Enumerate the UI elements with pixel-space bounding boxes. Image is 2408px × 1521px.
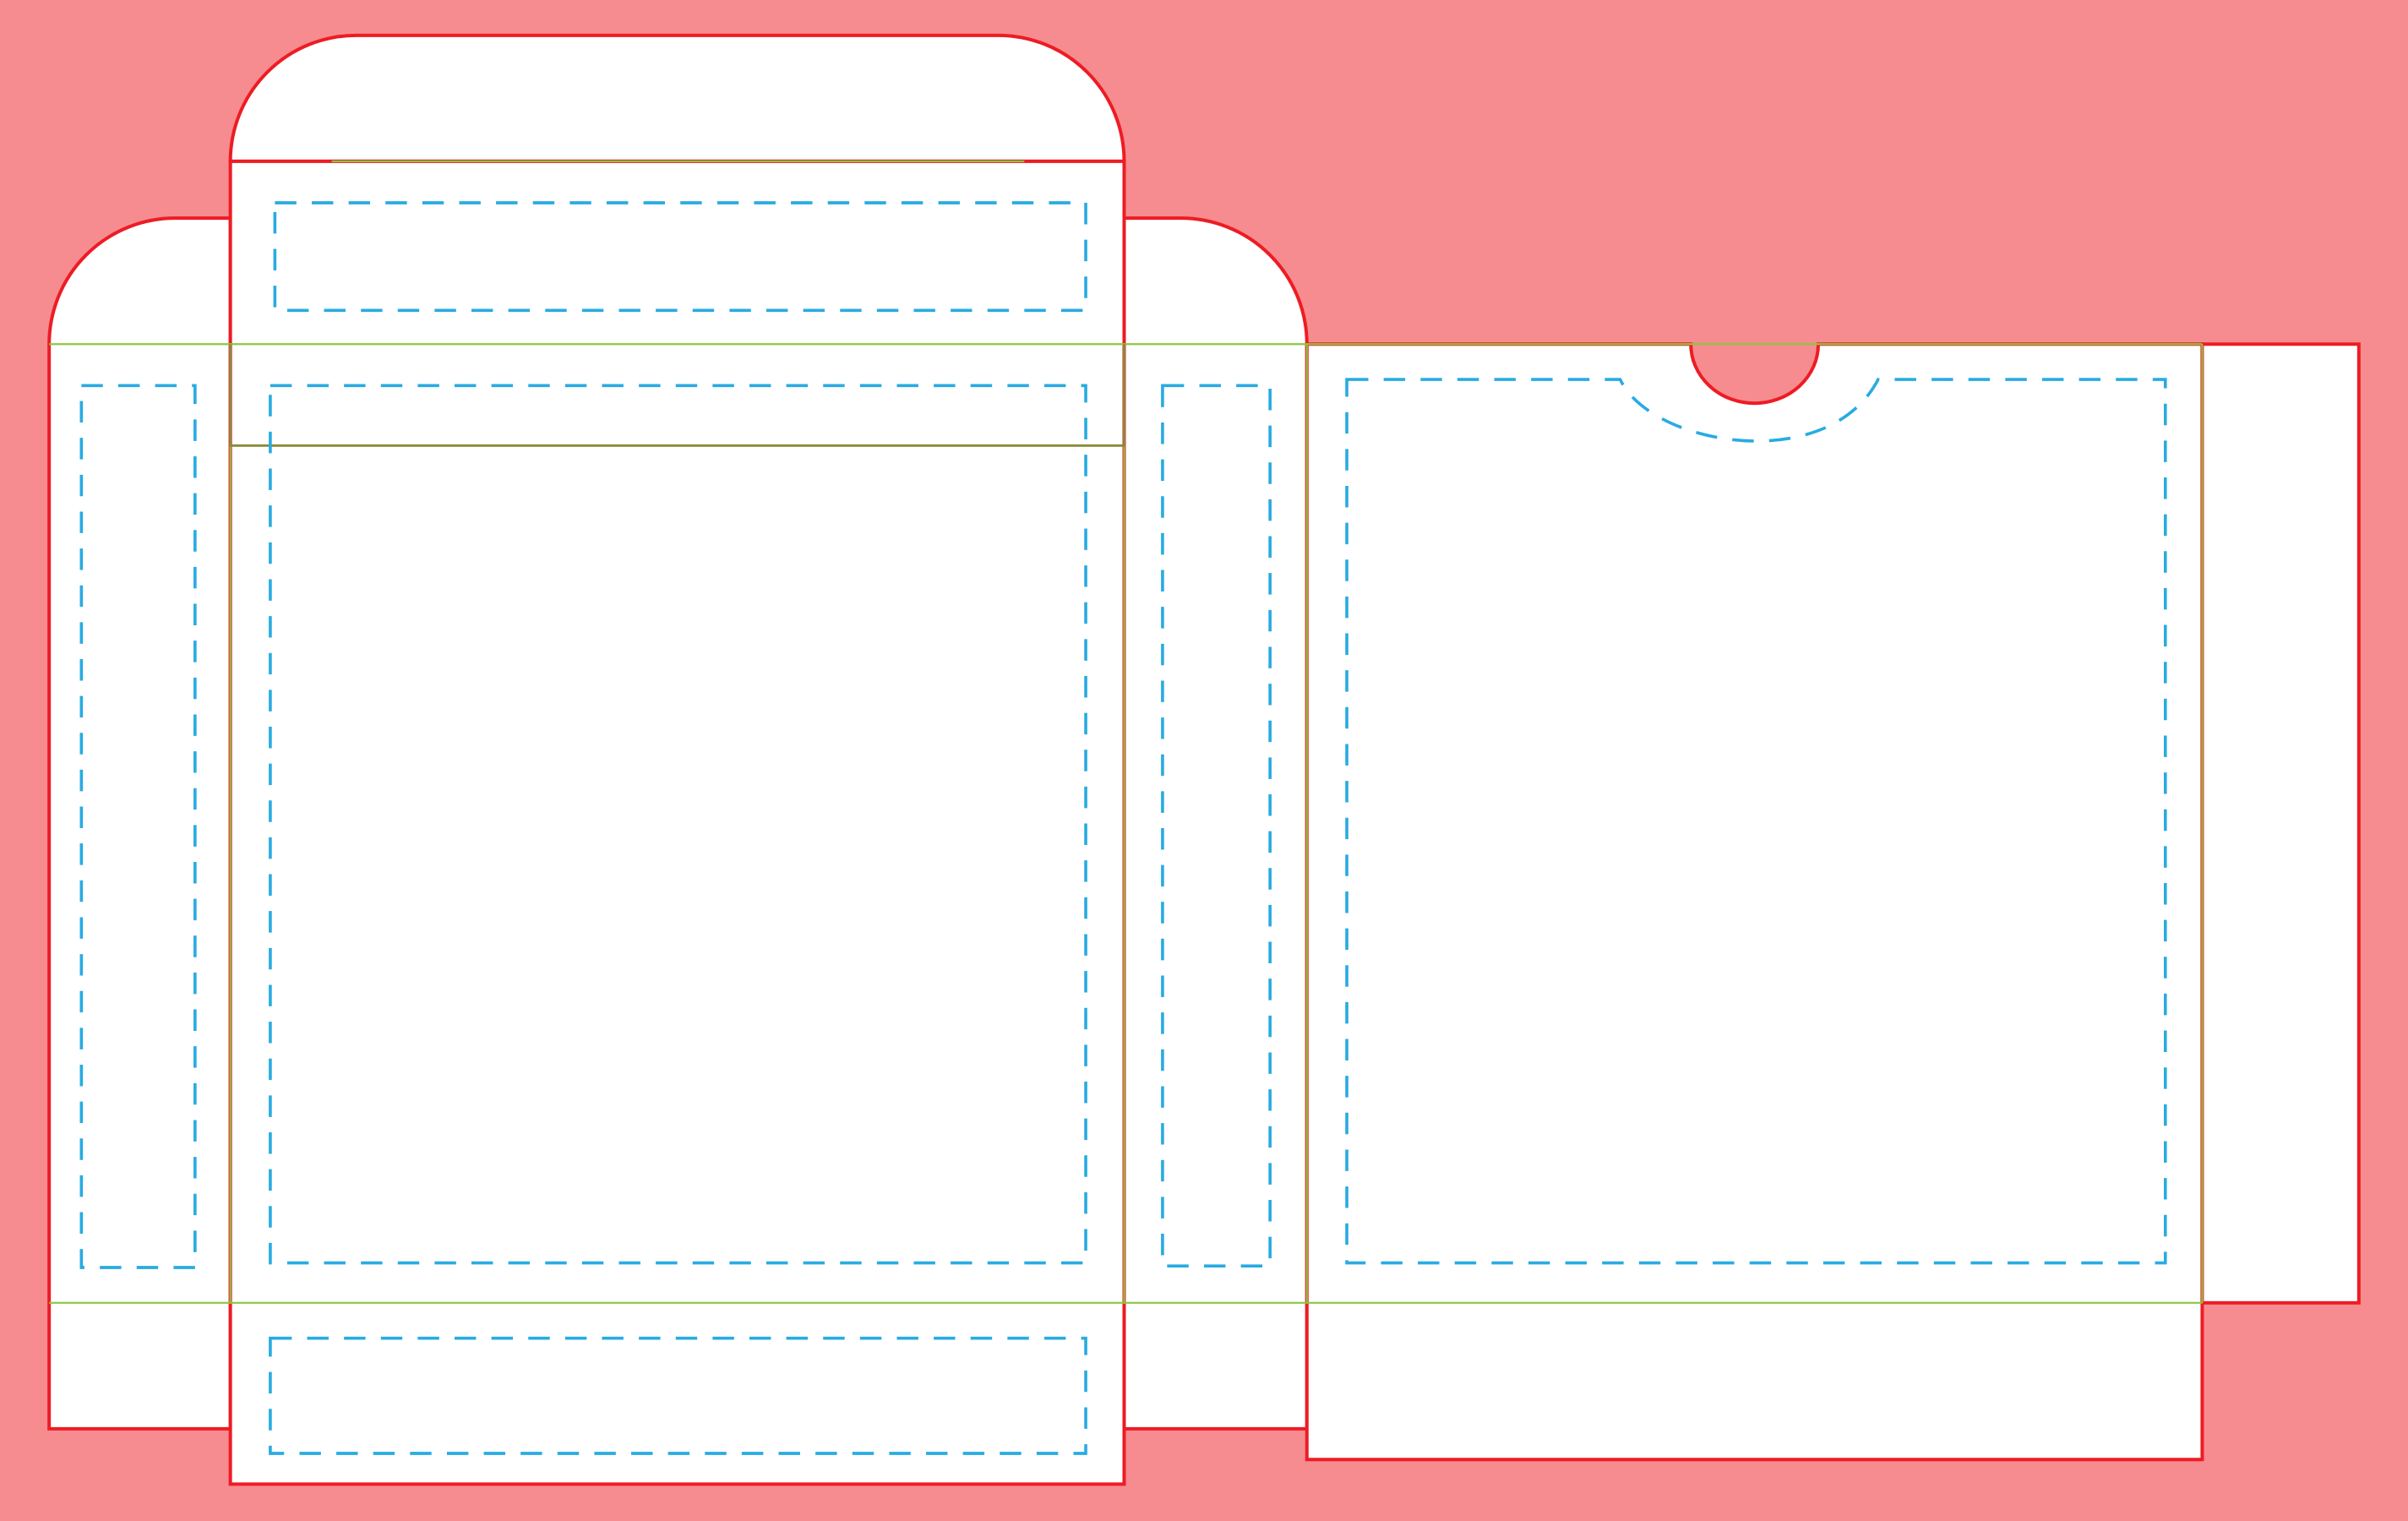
glue-flap xyxy=(2200,342,2361,1305)
fold-lines xyxy=(49,160,2204,1304)
left-dust-flap xyxy=(47,216,232,1431)
right-dust-flap xyxy=(1122,216,1309,1431)
safe-areas xyxy=(79,201,2167,1455)
tuck-overlap-area xyxy=(229,344,1125,447)
top-tuck-flap xyxy=(228,33,1126,163)
back-panel xyxy=(1305,342,2204,1462)
front-panel xyxy=(228,159,1126,1486)
